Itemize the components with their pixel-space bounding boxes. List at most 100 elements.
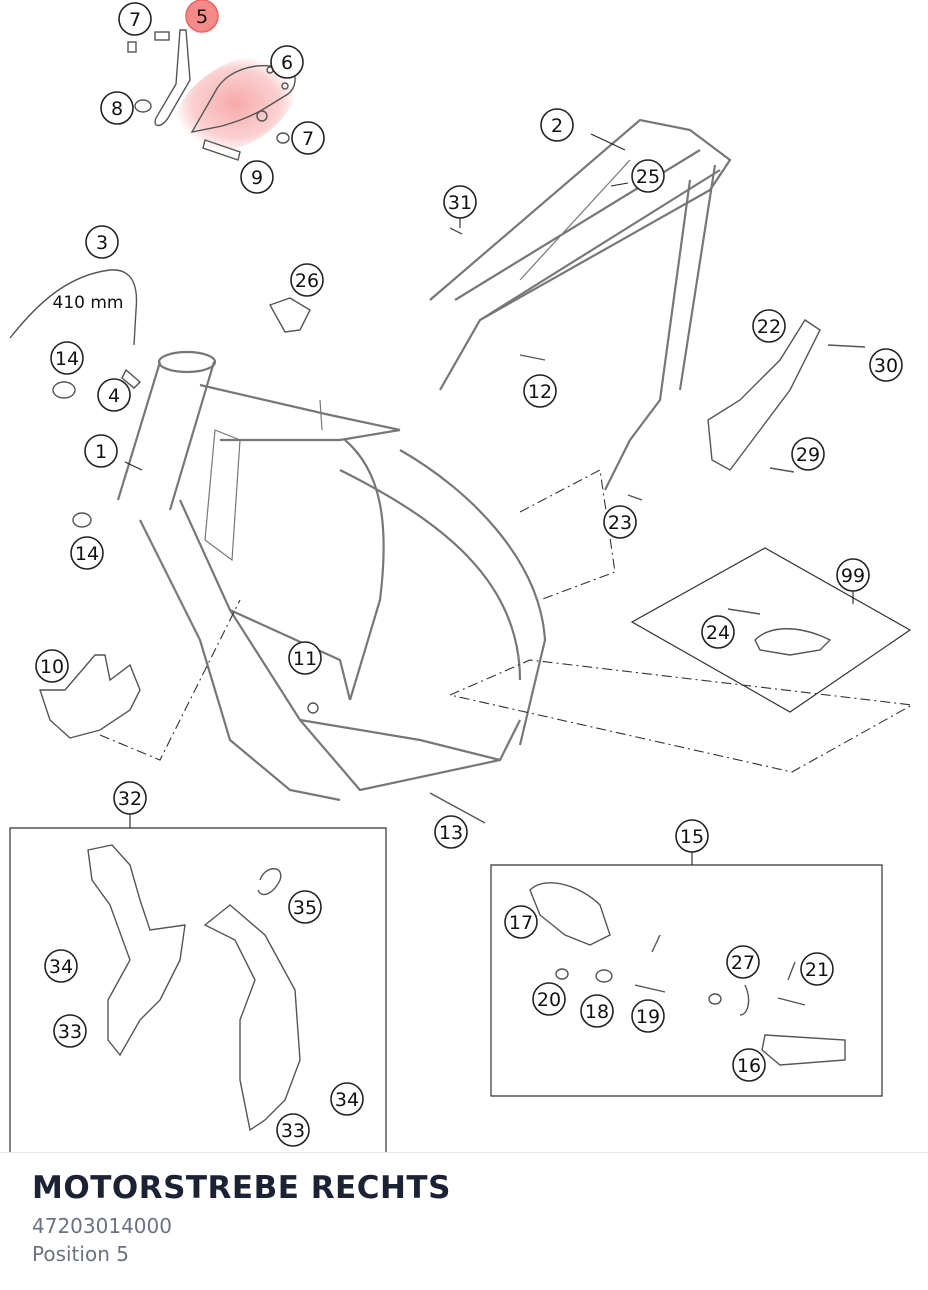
dashed-groupings: [99, 469, 914, 773]
callout-circle: [44, 949, 78, 983]
chain-guide-guard: [39, 654, 141, 739]
callout-35[interactable]: 35: [288, 890, 322, 924]
callout-1[interactable]: 1: [84, 434, 118, 468]
callout-number: 35: [293, 897, 317, 919]
callout-number: 3: [96, 232, 108, 254]
callout-circle: [800, 952, 834, 986]
callout-circle: [504, 905, 538, 939]
callout-circle: [288, 890, 322, 924]
callout-circle: [330, 1082, 364, 1116]
callout-number: 4: [108, 385, 120, 407]
callout-circle: [291, 121, 325, 155]
callout-circle: [118, 2, 152, 36]
callout-circle: [290, 263, 324, 297]
callout-31[interactable]: 31: [443, 185, 477, 219]
callout-7[interactable]: 7: [291, 121, 325, 155]
callout-8[interactable]: 8: [100, 91, 134, 125]
callout-number: 15: [680, 826, 704, 848]
callout-14[interactable]: 14: [70, 536, 104, 570]
bolts: [307, 227, 866, 824]
callout-number: 7: [302, 128, 314, 150]
callout-number: 16: [737, 1055, 761, 1077]
callout-24[interactable]: 24: [701, 615, 735, 649]
callout-20[interactable]: 20: [532, 982, 566, 1016]
callout-22[interactable]: 22: [752, 309, 786, 343]
callout-circle: [35, 649, 69, 683]
callout-33[interactable]: 33: [53, 1014, 87, 1048]
callout-number: 14: [55, 348, 79, 370]
frame-protector-box: [9, 827, 387, 1152]
part-info-panel: MOTORSTREBE RECHTS 47203014000 Position …: [32, 1166, 904, 1268]
callout-circle: [726, 945, 760, 979]
callout-6[interactable]: 6: [270, 45, 304, 79]
frame-protectors: [87, 844, 301, 1132]
leader-lines: [124, 133, 854, 865]
footrest-kit-box: [490, 864, 883, 1097]
callout-number: 14: [75, 543, 99, 565]
callout-circle: [580, 994, 614, 1028]
callout-2[interactable]: 2: [540, 108, 574, 142]
highlighted-engine-strut[interactable]: [173, 55, 298, 153]
callout-19[interactable]: 19: [631, 999, 665, 1033]
callout-number: 12: [528, 381, 552, 403]
callout-number: 13: [439, 822, 463, 844]
callout-3[interactable]: 3: [85, 225, 119, 259]
callout-11[interactable]: 11: [288, 641, 322, 675]
main-frame: [116, 350, 547, 802]
callout-12[interactable]: 12: [523, 374, 557, 408]
hose-length-label: 410 mm: [53, 293, 124, 313]
callout-circle: [532, 982, 566, 1016]
callout-circle: [85, 225, 119, 259]
clamps: [52, 368, 142, 528]
callout-circle: [603, 505, 637, 539]
callout-circle: [675, 819, 709, 853]
callout-14[interactable]: 14: [50, 341, 84, 375]
callout-circle: [434, 815, 468, 849]
callout-5[interactable]: 5: [185, 0, 219, 33]
callout-circle: [732, 1048, 766, 1082]
callout-number: 33: [281, 1120, 305, 1142]
callout-21[interactable]: 21: [800, 952, 834, 986]
callout-circle: [100, 91, 134, 125]
part-number: 47203014000: [32, 1214, 172, 1238]
callout-13[interactable]: 13: [434, 815, 468, 849]
callout-number: 18: [585, 1001, 609, 1023]
callout-34[interactable]: 34: [330, 1082, 364, 1116]
callout-circle: [70, 536, 104, 570]
callout-16[interactable]: 16: [732, 1048, 766, 1082]
callout-10[interactable]: 10: [35, 649, 69, 683]
callout-number: 31: [448, 192, 472, 214]
callout-circle: [276, 1113, 310, 1147]
callout-25[interactable]: 25: [631, 159, 665, 193]
callout-number: 24: [706, 622, 730, 644]
callout-circle: [869, 348, 903, 382]
callout-15[interactable]: 15: [675, 819, 709, 853]
callout-7[interactable]: 7: [118, 2, 152, 36]
callout-99[interactable]: 99: [836, 558, 870, 592]
callout-number: 34: [49, 956, 73, 978]
callout-number: 20: [537, 989, 561, 1011]
callout-circle: [270, 45, 304, 79]
callout-17[interactable]: 17: [504, 905, 538, 939]
callout-30[interactable]: 30: [869, 348, 903, 382]
callout-34[interactable]: 34: [44, 949, 78, 983]
callout-9[interactable]: 9: [240, 160, 274, 194]
callout-26[interactable]: 26: [290, 263, 324, 297]
callout-circle: [540, 108, 574, 142]
callout-23[interactable]: 23: [603, 505, 637, 539]
callout-4[interactable]: 4: [97, 378, 131, 412]
label-sticker: [268, 297, 311, 333]
callout-circle: [288, 641, 322, 675]
callout-32[interactable]: 32: [113, 781, 147, 815]
callout-29[interactable]: 29: [791, 437, 825, 471]
callout-number: 23: [608, 512, 632, 534]
callout-number: 22: [757, 316, 781, 338]
callout-circle: [53, 1014, 87, 1048]
callout-27[interactable]: 27: [726, 945, 760, 979]
callout-number: 10: [40, 656, 64, 678]
footrest-parts: [529, 882, 846, 1066]
callout-18[interactable]: 18: [580, 994, 614, 1028]
callout-circle: [523, 374, 557, 408]
callout-33[interactable]: 33: [276, 1113, 310, 1147]
callout-number: 5: [196, 6, 208, 28]
